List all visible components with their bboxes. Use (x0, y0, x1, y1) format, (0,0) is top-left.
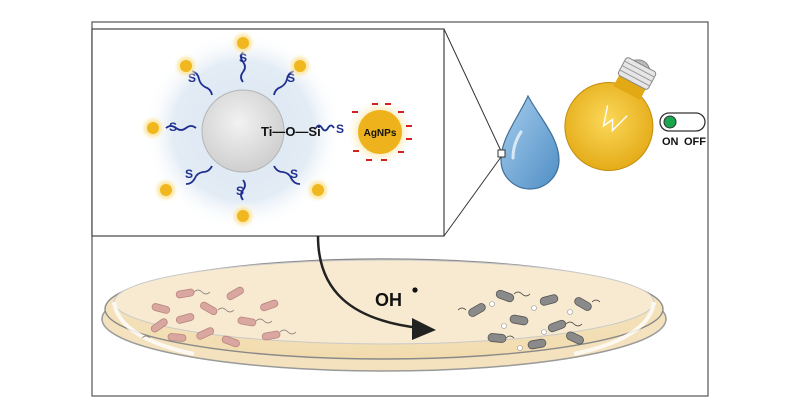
thiol-label: S (287, 71, 295, 85)
light-bulb-icon (564, 57, 657, 171)
bacteria-icon (200, 301, 218, 316)
tio2-core (201, 89, 285, 173)
zoom-marker (497, 149, 506, 158)
bacteria-icon (468, 303, 486, 317)
zoom-line-bottom (443, 156, 502, 237)
bacteria-live-group (150, 286, 281, 348)
water-drop-icon (500, 94, 560, 190)
thiol-label: S (169, 120, 177, 134)
switch-off-label: OFF (684, 136, 706, 148)
thiol-label: S (239, 51, 247, 65)
bacteria-icon (547, 319, 567, 333)
radical-label: OH (375, 290, 402, 310)
thiol-label: S (236, 184, 244, 198)
thiol-label: S (188, 71, 196, 85)
switch-on-label: ON (662, 136, 679, 148)
bacteria-icon (261, 330, 281, 341)
bacteria-icon (539, 294, 559, 306)
bacteria-icon (150, 318, 168, 333)
thiol-label: S (336, 122, 344, 136)
bacteria-icon (226, 286, 244, 301)
bacteria-icon (260, 299, 279, 312)
negative-charges (352, 103, 412, 161)
thiol-label: S (185, 167, 193, 181)
bacteria-icon (167, 333, 187, 342)
thiol-label: S (290, 167, 298, 181)
gold-tips (140, 30, 331, 229)
reaction-arrowhead (412, 318, 436, 340)
bacteria-icon (175, 313, 195, 324)
bacteria-icon (566, 331, 584, 345)
bacteria-icon (151, 303, 171, 314)
ligand-chains (165, 51, 335, 201)
dead-bacteria-flagella (457, 291, 601, 339)
bacteria-icon (527, 338, 547, 350)
petri-dish-icon (101, 258, 667, 372)
agnp-particle (358, 110, 402, 154)
agnp-label: AgNPs (364, 128, 397, 139)
bacteria-icon (487, 333, 507, 343)
bacteria-flagella (141, 289, 297, 339)
switch-knob (663, 115, 677, 129)
bacteria-icon (221, 335, 240, 348)
reaction-arrow (316, 235, 421, 330)
bacteria-icon (495, 289, 515, 303)
dead-bacteria-fragments (489, 301, 573, 351)
bacteria-icon (574, 297, 592, 311)
bacteria-dead-group (468, 289, 592, 350)
radical-dot (412, 287, 418, 293)
zoom-line-top (443, 28, 502, 152)
bacteria-icon (237, 316, 257, 327)
bond-label: Ti—O—Si (261, 124, 321, 139)
bacteria-icon (196, 327, 215, 340)
bacteria-icon (509, 314, 529, 326)
